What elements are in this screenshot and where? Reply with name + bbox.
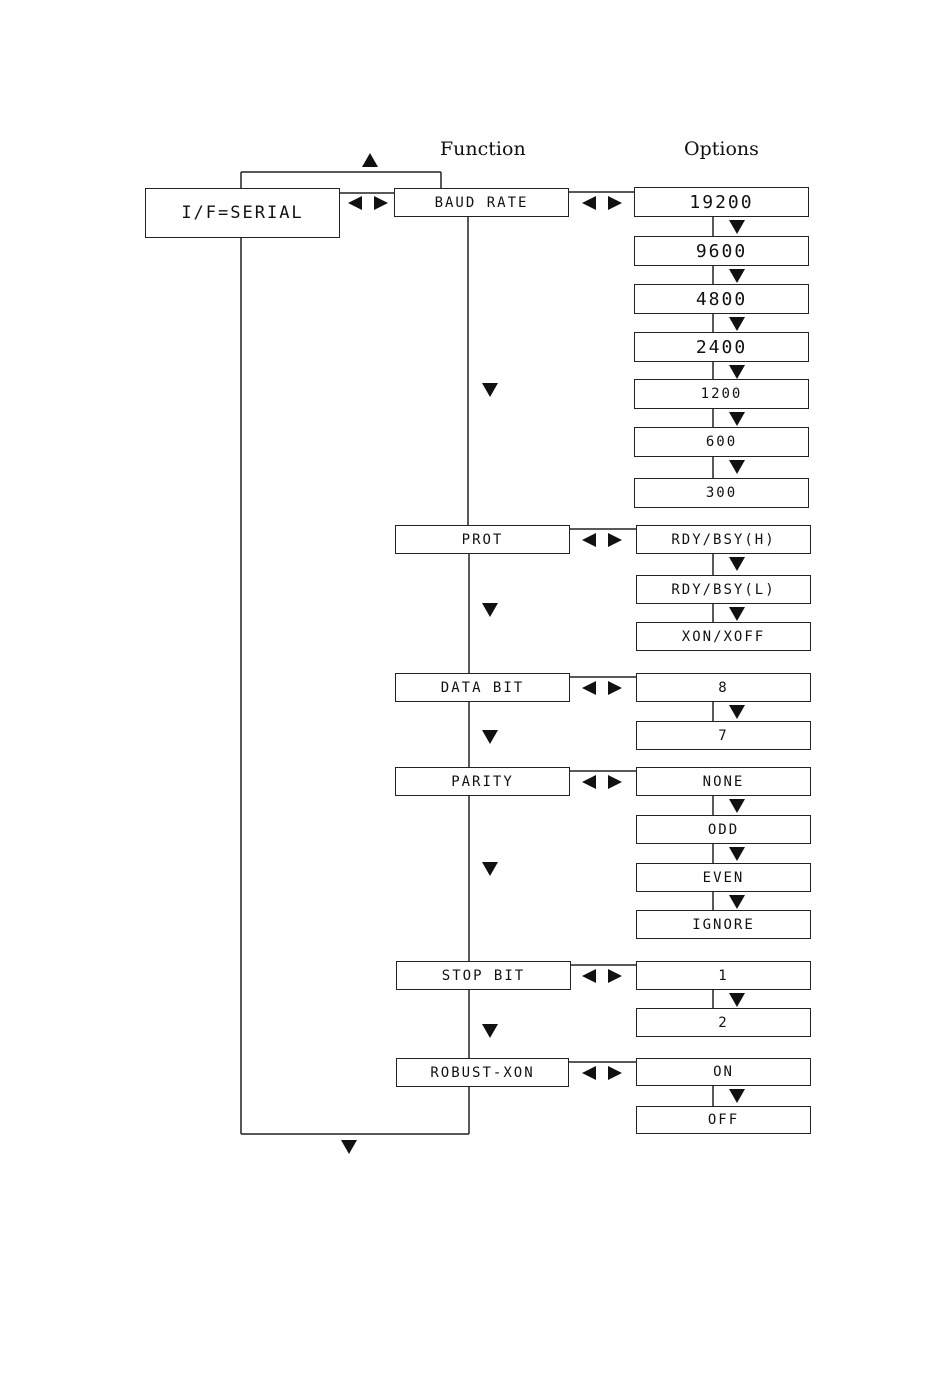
option-box: 300	[634, 478, 809, 508]
next-option-arrow	[729, 460, 745, 474]
next-option-arrow	[729, 799, 745, 813]
function-box: DATA BIT	[395, 673, 570, 702]
option-box: 1200	[634, 379, 809, 409]
left-arrow	[582, 533, 596, 547]
next-option-arrow	[729, 412, 745, 426]
left-arrow	[582, 775, 596, 789]
function-box: ROBUST-XON	[396, 1058, 569, 1087]
next-option-arrow	[729, 607, 745, 621]
function-box: PROT	[395, 525, 570, 554]
option-box: RDY/BSY(H)	[636, 525, 811, 554]
left-arrow	[582, 196, 596, 210]
next-option-arrow	[729, 705, 745, 719]
loop-down-arrow	[341, 1140, 357, 1154]
left-arrow	[582, 681, 596, 695]
next-option-arrow	[729, 557, 745, 571]
option-box: 8	[636, 673, 811, 702]
left-arrow	[582, 1066, 596, 1080]
option-box: 7	[636, 721, 811, 750]
next-option-arrow	[729, 317, 745, 331]
right-arrow	[608, 533, 622, 547]
main-right-arrow	[374, 196, 388, 210]
option-box: 2	[636, 1008, 811, 1037]
next-function-arrow	[482, 603, 498, 617]
option-box: 1	[636, 961, 811, 990]
next-option-arrow	[729, 269, 745, 283]
option-box: 2400	[634, 332, 809, 362]
option-box: 19200	[634, 187, 809, 217]
option-box: ODD	[636, 815, 811, 844]
next-function-arrow	[482, 1024, 498, 1038]
next-function-arrow	[482, 730, 498, 744]
next-option-arrow	[729, 365, 745, 379]
right-arrow	[608, 775, 622, 789]
option-box: NONE	[636, 767, 811, 796]
option-box: 4800	[634, 284, 809, 314]
next-option-arrow	[729, 847, 745, 861]
left-arrow	[582, 969, 596, 983]
function-box: STOP BIT	[396, 961, 571, 990]
right-arrow	[608, 196, 622, 210]
option-box: XON/XOFF	[636, 622, 811, 651]
next-option-arrow	[729, 895, 745, 909]
function-box: PARITY	[395, 767, 570, 796]
serial-interface-box: I/F=SERIAL	[145, 188, 340, 238]
main-left-arrow	[348, 196, 362, 210]
next-function-arrow	[482, 862, 498, 876]
option-box: RDY/BSY(L)	[636, 575, 811, 604]
next-option-arrow	[729, 220, 745, 234]
option-box: 600	[634, 427, 809, 457]
next-option-arrow	[729, 1089, 745, 1103]
option-box: OFF	[636, 1106, 811, 1134]
option-box: ON	[636, 1058, 811, 1086]
next-option-arrow	[729, 993, 745, 1007]
right-arrow	[608, 681, 622, 695]
option-box: EVEN	[636, 863, 811, 892]
function-box: BAUD RATE	[394, 188, 569, 217]
right-arrow	[608, 1066, 622, 1080]
next-function-arrow	[482, 383, 498, 397]
loop-up-arrow	[362, 153, 378, 167]
right-arrow	[608, 969, 622, 983]
option-box: IGNORE	[636, 910, 811, 939]
option-box: 9600	[634, 236, 809, 266]
